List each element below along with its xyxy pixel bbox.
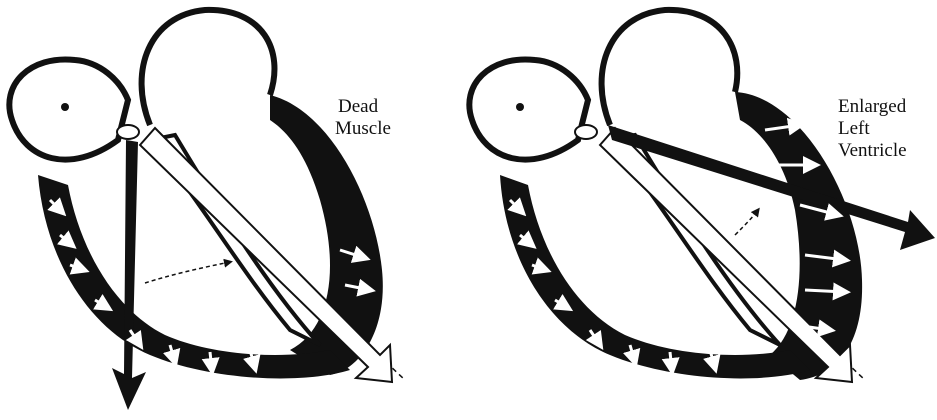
left-left-atrium <box>142 10 275 125</box>
right-atrium-dot <box>516 103 524 111</box>
left-right-atrium <box>9 59 128 159</box>
right-label-line-3: Ventricle <box>838 140 907 161</box>
left-valve <box>117 125 139 139</box>
right-left-atrium <box>602 10 738 125</box>
right-valve <box>575 125 597 139</box>
right-heart-panel: Enlarged Left Ventricle <box>469 10 935 382</box>
left-label-line-1: Dead <box>338 96 379 117</box>
right-angle-arc <box>735 210 758 235</box>
left-atrium-dot <box>61 103 69 111</box>
right-label-line-2: Left <box>838 118 870 139</box>
right-right-atrium <box>469 59 588 159</box>
right-label-line-1: Enlarged <box>838 96 907 117</box>
left-label-line-2: Muscle <box>335 118 391 139</box>
left-heart-panel: Dead Muscle <box>9 10 405 410</box>
left-resultant-arrow <box>112 140 146 410</box>
left-angle-arc <box>145 262 230 283</box>
